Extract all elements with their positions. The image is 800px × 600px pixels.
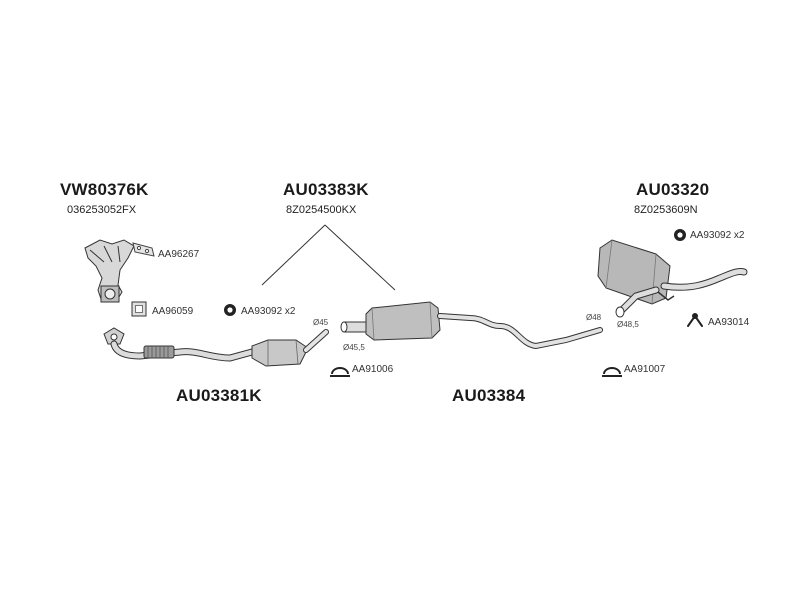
rear-silencer [597, 239, 748, 318]
middle-code: AU03383K [283, 180, 369, 199]
part-hanger-rear: AA93092 x2 [690, 230, 745, 241]
leader-line-right [324, 224, 396, 291]
exhaust-manifold [84, 239, 135, 303]
middle-ref: 8Z0254500KX [286, 204, 357, 216]
rear-code: AU03320 [636, 180, 710, 199]
center-pipe-assembly [340, 301, 603, 350]
part-gasket-square: AA96059 [152, 306, 194, 317]
rear-ref: 8Z0253609N [634, 204, 698, 216]
part-hanger-front: AA93092 x2 [241, 306, 296, 317]
dim-45: Ø45 [313, 318, 329, 327]
clamp-rear-icon [602, 367, 622, 377]
bracket-rear-icon [687, 313, 703, 327]
manifold-ref: 036253052FX [67, 204, 137, 216]
part-bracket-rear: AA93014 [708, 317, 750, 328]
rubber-hanger-front-icon [224, 304, 236, 316]
part-gasket-manifold: AA96267 [158, 249, 200, 260]
rubber-hanger-rear-icon [674, 229, 686, 241]
manifold-gasket-icon [132, 242, 155, 257]
center-pipe-code: AU03384 [452, 386, 526, 405]
part-clamp-rear: AA91007 [624, 364, 666, 375]
clamp-front-icon [330, 367, 350, 377]
dim-48-5: Ø48,5 [617, 320, 639, 329]
front-pipe-assembly [103, 327, 329, 367]
dim-48: Ø48 [586, 313, 602, 322]
dim-45-5: Ø45,5 [343, 343, 365, 352]
square-gasket-icon [131, 301, 147, 317]
leader-line-left [261, 224, 326, 286]
manifold-code: VW80376K [60, 180, 149, 199]
part-clamp-front: AA91006 [352, 364, 394, 375]
front-pipe-code: AU03381K [176, 386, 262, 405]
